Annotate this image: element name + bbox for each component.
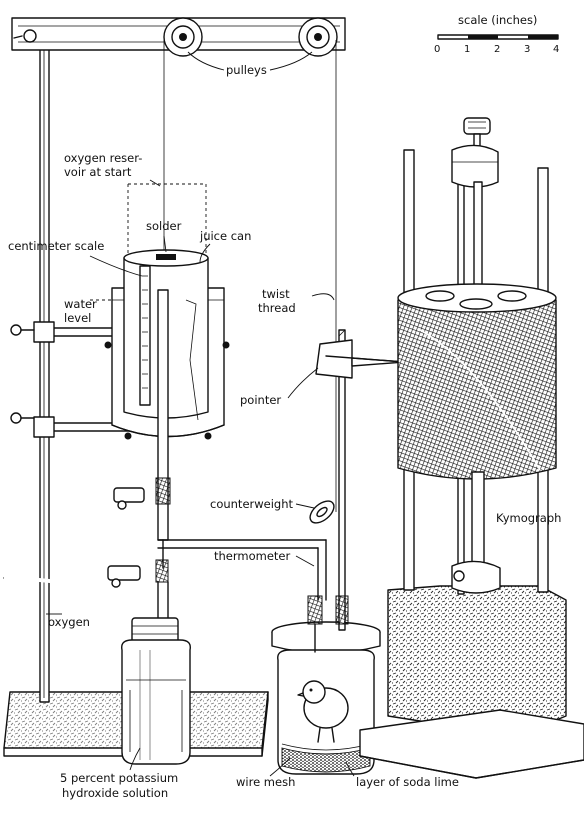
label-koh-1: 5 percent potassium <box>60 771 178 785</box>
pointer-arm <box>315 339 405 379</box>
koh-jar <box>121 617 191 765</box>
labels: pulleys oxygen reser- voir at start sold… <box>8 51 561 800</box>
label-juice-can: juice can <box>199 229 251 243</box>
label-oxygen-reservoir-2: voir at start <box>64 165 132 179</box>
scale-title: scale (inches) <box>458 13 537 27</box>
label-koh-2: hydroxide solution <box>62 786 168 800</box>
label-oxygen: oxygen <box>48 615 90 629</box>
kymograph <box>359 117 584 779</box>
scale-tick-3: 3 <box>524 44 530 55</box>
scale-tick-1: 1 <box>464 44 470 55</box>
scale-tick-4: 4 <box>553 44 559 55</box>
clamp-upper <box>10 321 119 343</box>
label-solder: solder <box>146 219 182 233</box>
reservoir-outline <box>127 183 207 268</box>
label-water-level-2: level <box>64 311 91 325</box>
label-centimeter-scale: centimeter scale <box>8 239 104 253</box>
pulley-right <box>298 17 338 57</box>
scale-tick-0: 0 <box>434 44 440 55</box>
oxygen-hose <box>3 576 142 641</box>
label-soda-lime: layer of soda lime <box>356 775 459 789</box>
pinch-clamp-upper <box>113 487 145 510</box>
gas-tube <box>155 289 327 633</box>
clamp-lower <box>10 412 141 438</box>
label-water-level-1: water <box>64 297 97 311</box>
label-wire-mesh: wire mesh <box>236 775 295 789</box>
label-counterweight: counterweight <box>210 497 294 511</box>
chick-jar <box>271 621 381 775</box>
scale-bar: scale (inches) 0 1 2 3 4 <box>434 13 559 55</box>
pulley-left <box>163 17 203 57</box>
label-pulleys: pulleys <box>226 63 267 77</box>
thread <box>163 40 337 498</box>
label-twist-thread-2: thread <box>258 301 296 315</box>
thermometer-device <box>307 329 349 653</box>
scale-tick-2: 2 <box>494 44 500 55</box>
label-thermometer: thermometer <box>214 549 290 563</box>
label-pointer: pointer <box>240 393 281 407</box>
counterweight-device <box>309 498 337 524</box>
label-twist-thread-1: twist <box>262 287 290 301</box>
label-kymograph: Kymograph <box>496 511 561 525</box>
pinch-clamp-lower <box>107 565 141 588</box>
label-oxygen-reservoir-1: oxygen reser- <box>64 151 142 165</box>
